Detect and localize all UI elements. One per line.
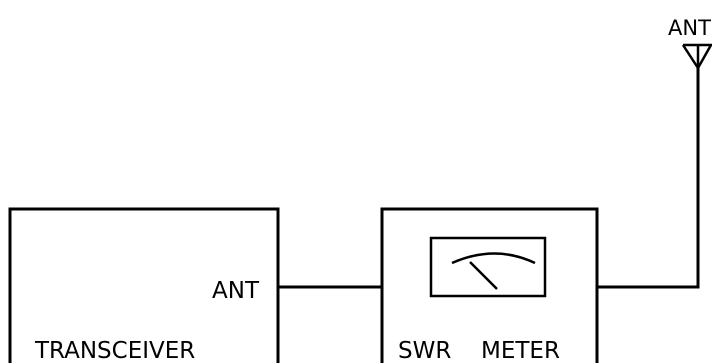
transceiver-label: TRANSCEIVER bbox=[34, 338, 195, 363]
swr-meter-block: SWR METER bbox=[380, 207, 599, 363]
transceiver-block: ANT TRANSCEIVER bbox=[8, 207, 280, 363]
meter-scale-arc bbox=[451, 252, 536, 265]
swr-meter-label-left: SWR bbox=[398, 338, 451, 363]
cable-meter-to-antenna bbox=[595, 66, 700, 289]
meter-needle bbox=[469, 261, 498, 290]
antenna-label: ANT bbox=[668, 16, 711, 40]
antenna-symbol: ANT bbox=[668, 16, 712, 71]
meter-face bbox=[429, 236, 547, 298]
transceiver-port-label: ANT bbox=[212, 278, 260, 304]
swr-meter-label-right: METER bbox=[481, 338, 560, 363]
